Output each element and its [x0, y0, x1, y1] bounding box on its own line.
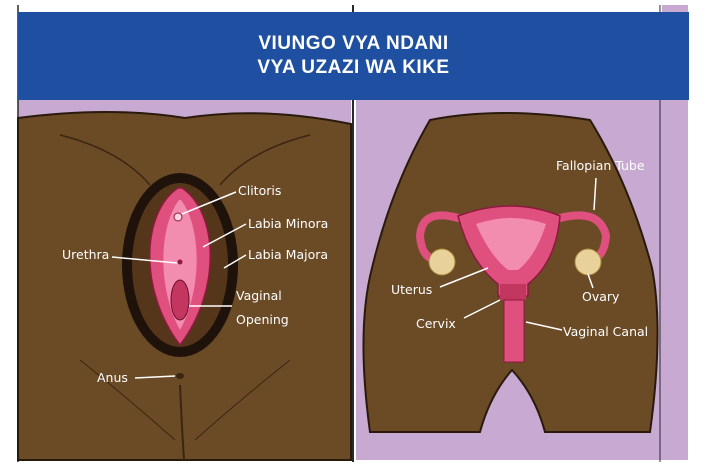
label-anus: Anus: [97, 370, 128, 385]
title-line-1: VIUNGO VYA NDANI: [258, 32, 448, 56]
urethra: [178, 260, 183, 265]
label-vaginal-canal: Vaginal Canal: [563, 324, 648, 339]
label-fallopian-tube: Fallopian Tube: [556, 158, 645, 173]
clitoris: [174, 213, 182, 221]
vaginal-canal: [504, 300, 524, 362]
external-anatomy-illustration: Clitoris Labia Minora Labia Majora Ureth…: [18, 112, 351, 460]
label-uterus: Uterus: [391, 282, 432, 297]
title-banner: VIUNGO VYA NDANI VYA UZAZI WA KIKE: [18, 12, 689, 100]
label-clitoris: Clitoris: [238, 183, 281, 198]
label-urethra: Urethra: [62, 247, 109, 262]
title-line-2: VYA UZAZI WA KIKE: [257, 56, 449, 80]
vaginal-opening: [171, 280, 189, 320]
label-vaginal-opening-line1: Vaginal: [236, 288, 282, 303]
label-cervix: Cervix: [416, 316, 456, 331]
label-vaginal-opening-line2: Opening: [236, 312, 289, 327]
label-labia-majora: Labia Majora: [248, 247, 328, 262]
ovary-right: [575, 249, 601, 275]
label-ovary: Ovary: [582, 289, 620, 304]
anus: [176, 373, 184, 379]
label-labia-minora: Labia Minora: [248, 216, 328, 231]
cervix: [500, 284, 526, 300]
ovary-left: [429, 249, 455, 275]
